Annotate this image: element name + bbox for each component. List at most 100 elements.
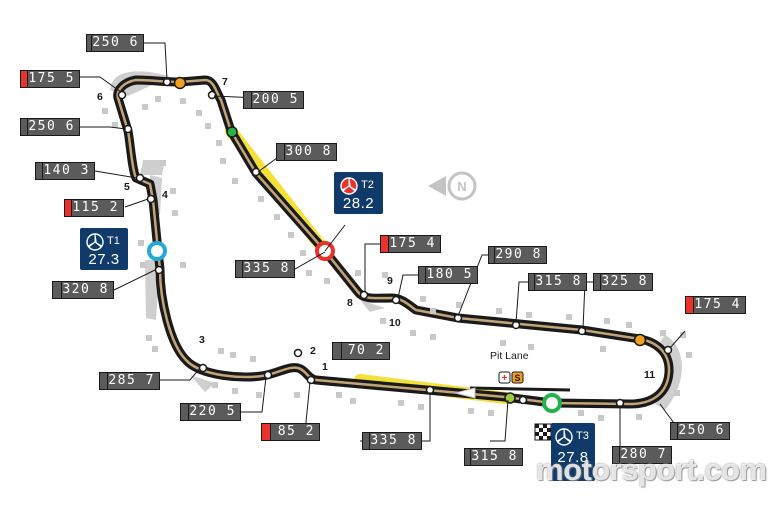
speed-box-value: 175 5	[28, 71, 75, 86]
speed-box: 320 8	[52, 281, 114, 299]
orange-marker-top	[173, 76, 187, 90]
speed-box-value: 200 5	[252, 92, 299, 107]
speed-box-value: 140 3	[43, 163, 90, 178]
speed-box-cap	[489, 247, 496, 263]
compass-letter: N	[457, 179, 466, 194]
speed-box-value: 250 6	[28, 119, 75, 134]
speed-box-cap	[236, 261, 244, 277]
speed-box-cap	[465, 449, 472, 465]
watermark: motorsport.com	[536, 452, 767, 487]
speed-box-value: 280 7	[620, 447, 667, 462]
speed-box: 285 7	[99, 372, 160, 390]
timing-label: T2	[361, 179, 374, 191]
timing-label: T1	[107, 235, 120, 247]
timing-value: 28.2	[342, 195, 375, 212]
speed-box-cap	[87, 35, 93, 51]
speed-box: 335 8	[235, 260, 295, 278]
speed-box-braking: 175 5	[20, 70, 80, 88]
speed-box-value: 315 8	[471, 449, 518, 464]
speed-box: 315 8	[464, 448, 523, 466]
speed-box: 200 5	[243, 91, 304, 109]
speed-box: 315 8	[528, 273, 587, 291]
speed-box-value: 220 5	[189, 404, 236, 419]
speed-box: 70 2	[332, 342, 390, 360]
speed-box: 290 8	[488, 246, 547, 264]
compass-icon: N	[428, 171, 477, 201]
mercedes-star-icon	[86, 233, 104, 251]
pit-lane	[469, 386, 571, 392]
speed-box-value: 335 8	[243, 261, 290, 276]
track-dots	[117, 77, 673, 408]
turn-number-2: 2	[310, 345, 316, 357]
t3-marker	[542, 393, 562, 413]
pit-medical-icon: +	[502, 373, 508, 384]
mercedes-star-icon	[340, 177, 358, 195]
mercedes-star-icon	[555, 428, 573, 446]
marshal-posts	[102, 96, 692, 421]
colored-markers	[147, 76, 647, 413]
speed-box-cap	[36, 163, 44, 179]
speed-box-cap	[594, 274, 602, 290]
speed-box-braking: 115 2	[64, 199, 124, 217]
speed-box-cap	[333, 343, 342, 359]
turn-number-1: 1	[322, 361, 328, 373]
turn-number-4: 4	[162, 189, 168, 201]
track-inner-line	[116, 78, 671, 406]
speed-box-cap	[363, 433, 371, 449]
speed-box: 220 5	[180, 403, 241, 421]
green-marker-bottom	[504, 392, 516, 404]
speed-box: 250 6	[670, 422, 730, 440]
turn-number-7: 7	[222, 76, 228, 88]
turn-number-8: 8	[347, 297, 353, 309]
speed-box: 335 8	[362, 432, 422, 450]
speed-box-value: 85 2	[277, 424, 315, 439]
pit-icons: + S	[498, 371, 524, 384]
speed-box-cap	[21, 71, 29, 87]
timing-point-t2: T2 28.2	[334, 172, 383, 214]
turn-number-9: 9	[387, 275, 393, 287]
speed-box-value: 175 4	[389, 236, 436, 251]
speed-box-cap	[65, 200, 73, 216]
speed-box-cap	[686, 297, 695, 313]
speed-box-value: 300 8	[285, 144, 332, 159]
turn-number-5: 5	[124, 181, 130, 193]
orange-marker-right	[633, 333, 647, 347]
speed-box: 325 8	[593, 273, 653, 291]
speed-box-braking: 85 2	[261, 423, 320, 441]
speed-box: 180 5	[418, 266, 478, 284]
speed-box: 140 3	[35, 162, 95, 180]
speed-box-value: 335 8	[370, 433, 417, 448]
speed-box-cap	[381, 236, 390, 252]
speed-box-cap	[53, 282, 62, 298]
speed-box: 250 6	[20, 118, 80, 136]
speed-box: 250 6	[86, 34, 144, 52]
timing-value: 27.8	[557, 449, 589, 466]
timing-point-t1: T1 27.3	[80, 228, 128, 270]
turn-number-3: 3	[199, 334, 205, 346]
speed-box-cap	[181, 404, 190, 420]
speed-box-cap	[277, 144, 286, 160]
green-marker-top	[226, 126, 238, 138]
speed-box-value: 315 8	[535, 274, 582, 289]
speed-box-cap	[613, 447, 621, 463]
timing-value: 27.3	[88, 251, 120, 268]
pit-lane-label: Pit Lane	[490, 350, 529, 362]
speed-box-value: 250 6	[678, 423, 725, 438]
pit-safety-icon: S	[514, 373, 520, 383]
turn-number-11: 11	[644, 369, 656, 381]
t1-marker	[147, 241, 167, 261]
speed-box-value: 180 5	[426, 267, 473, 282]
speed-box-cap	[419, 267, 427, 283]
direction-arrow	[454, 387, 476, 399]
speed-box-braking: 175 4	[685, 296, 746, 314]
speed-box-value: 175 4	[694, 297, 741, 312]
speed-box: 300 8	[276, 143, 337, 161]
speed-box-cap	[671, 423, 679, 439]
speed-box-value: 250 6	[92, 35, 139, 50]
timing-point-t3: T3 27.8	[551, 423, 595, 481]
speed-box-cap	[529, 274, 536, 290]
speed-box-value: 320 8	[62, 282, 109, 297]
speed-box-value: 285 7	[108, 373, 155, 388]
turn-number-10: 10	[389, 317, 401, 329]
